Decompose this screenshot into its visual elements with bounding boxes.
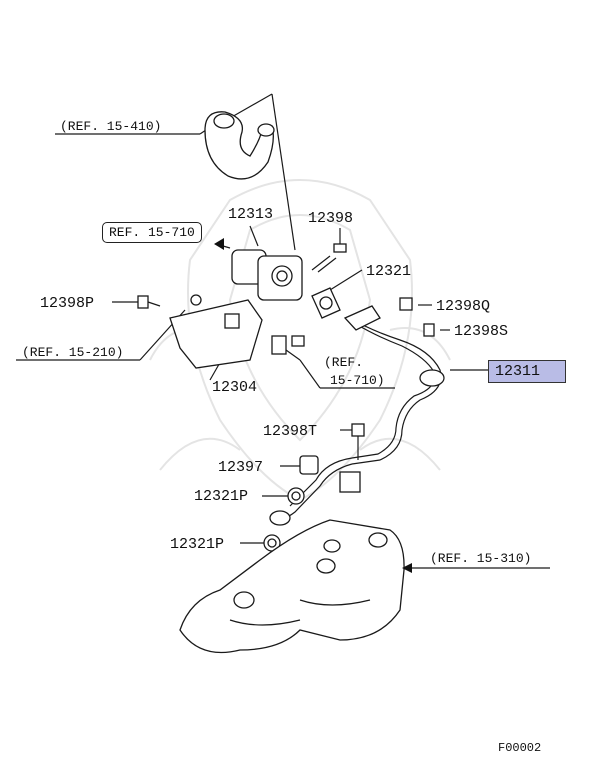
part-label-12321P-b: 12321P [170, 536, 225, 553]
clip-part [271, 335, 305, 355]
figure-code: F00002 [498, 741, 542, 755]
ref-15-310-label: (REF. 15-310) [430, 551, 532, 566]
bolt-12398 [311, 243, 347, 273]
arrow-icon [402, 563, 412, 573]
part-label-12321P-a: 12321P [194, 488, 249, 505]
ref-15-710-top-label: REF. 15-710 [102, 222, 202, 243]
plug-12397 [299, 455, 319, 475]
part-label-12398Q: 12398Q [436, 298, 491, 315]
bolt-12398S [423, 323, 435, 337]
gasket-12321 [311, 287, 341, 319]
part-label-12397: 12397 [218, 459, 264, 476]
part-label-12304: 12304 [212, 379, 258, 396]
exhaust-manifold [179, 519, 405, 654]
ref-15-710-lower-a-label: (REF. [324, 355, 364, 370]
bracket-12304 [169, 294, 263, 369]
hose-part [204, 111, 275, 180]
ref-15-710-lower-b-label: 15-710) [330, 373, 385, 388]
part-label-12311-highlighted[interactable]: 12311 [488, 360, 566, 383]
part-label-12398S: 12398S [454, 323, 509, 340]
part-label-12398T: 12398T [263, 423, 318, 440]
bolt-12398Q [399, 297, 413, 311]
ref-15-210-label: (REF. 15-210) [22, 345, 124, 360]
part-label-12313: 12313 [228, 206, 274, 223]
part-label-12321: 12321 [366, 263, 412, 280]
leader-lines [16, 93, 550, 569]
egr-pipe-12311 [269, 305, 445, 526]
egr-valve-part [214, 238, 303, 301]
bolt-12398T [351, 423, 365, 460]
ref-15-410-label: (REF. 15-410) [60, 119, 162, 134]
bolt-12398P [137, 295, 161, 309]
part-label-12398: 12398 [308, 210, 354, 227]
washer-12321P [263, 487, 305, 552]
part-label-12398P: 12398P [40, 295, 95, 312]
